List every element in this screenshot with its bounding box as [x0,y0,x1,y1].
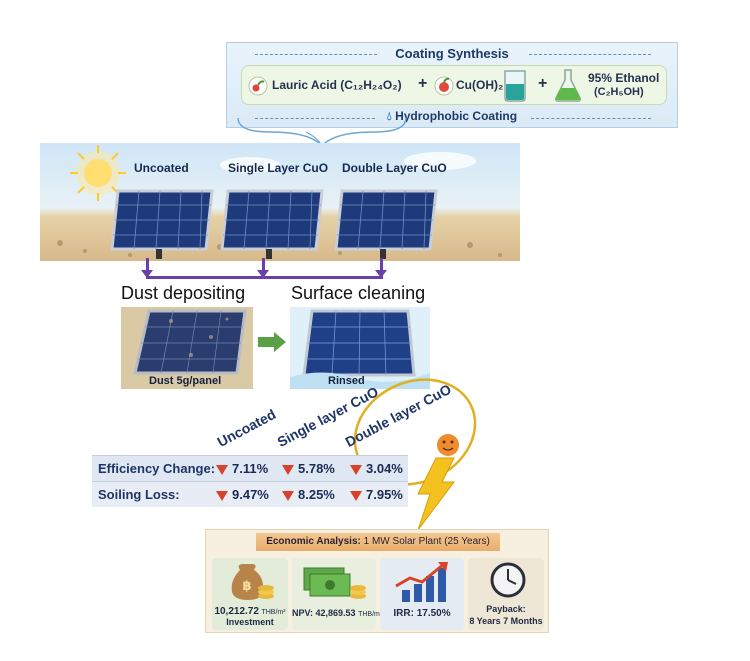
label-single-layer: Single Layer CuO [228,161,329,175]
plus-sign: + [538,75,548,92]
reagent-ethanol-formula: (C₂H₅OH) [594,86,644,98]
investment-card: ฿ 10,212.72 THB/m² Investment [212,558,288,630]
npv-card: NPV: 42,869.53 THB/m² [292,558,383,630]
hydrophobic-coating-text: Hydrophobic Coating [395,109,518,123]
npv-value: NPV: 42,869.53 THB/m² [292,608,383,618]
coating-title: Coating Synthesis [395,46,509,61]
lightning-bolt-icon [417,457,455,531]
dusty-panel-image [121,307,253,389]
scene-background [57,145,502,257]
soiling-uncoated: 9.47% [216,487,269,502]
smiley-sun-icon [437,434,459,456]
economic-title: Economic Analysis: [266,536,361,547]
solar-panel-scene: Uncoated Single Layer CuO Double Layer C… [40,143,520,261]
dust-depositing-label: Dust depositing [121,283,246,303]
divider [529,54,651,55]
results-row-efficiency: Efficiency Change: 7.11% 5.78% 3.04% [92,455,408,481]
cash-stack-icon [303,567,366,599]
economic-subtitle: 1 MW Solar Plant (25 Years) [363,536,490,547]
divider [255,54,377,55]
economic-analysis-panel: Economic Analysis: 1 MW Solar Plant (25 … [205,529,549,633]
row-label-soiling: Soiling Loss: [98,487,180,502]
row-label-efficiency: Efficiency Change: [98,461,216,476]
dust-photo: Dust 5g/panel [121,307,253,389]
arrow-right-icon [258,332,286,352]
beaker-icon [504,70,526,102]
solar-panel-double-layer [334,189,438,259]
efficiency-double-layer: 3.04% [350,461,403,476]
investment-value: 10,212.72 THB/m² [214,606,286,617]
efficiency-uncoated: 7.11% [216,461,268,476]
clock-icon [490,562,526,598]
decrease-icon [282,464,294,475]
flask-icon [555,69,581,102]
divider [255,118,375,119]
coating-synthesis-box: Coating Synthesis Lauric Acid (C₁₂H₂₄O₂)… [226,42,678,128]
decrease-icon [216,490,228,501]
decrease-icon [350,490,362,501]
investment-label: Investment [226,617,274,627]
solar-panel-single-layer [220,189,324,259]
label-uncoated: Uncoated [134,161,189,175]
reagent-lauric-acid: Lauric Acid (C₁₂H₂₄O₂) [272,78,402,92]
divider [531,118,651,119]
payback-value: 8 Years 7 Months [469,616,543,626]
soiling-double-layer: 7.95% [350,487,403,502]
reagent-row: Lauric Acid (C₁₂H₂₄O₂) + Cu(OH)₂ + 95% E… [241,65,667,105]
money-bag-icon: ฿ [231,564,274,600]
dust-caption: Dust 5g/panel [149,375,222,387]
payback-label: Payback: [486,604,526,614]
hydrophobic-coating-label: 💧︎ Hydrophobic Coating [227,109,677,124]
connector-line [262,258,265,276]
lauric-acid-icon [248,76,268,96]
economic-banner: Economic Analysis: 1 MW Solar Plant (25 … [256,533,500,551]
soiling-single-layer: 8.25% [282,487,335,502]
rinsed-panel-image [290,307,430,389]
label-double-layer: Double Layer CuO [342,161,447,175]
bar-growth-icon [395,562,448,602]
sun-icon [70,145,126,201]
column-header-uncoated: Uncoated [214,405,279,450]
rinse-photo: Rinsed [290,307,430,389]
rinse-caption: Rinsed [328,375,365,387]
svg-text:฿: ฿ [242,579,251,594]
copper-hydroxide-icon [434,76,454,96]
decrease-icon [282,490,294,501]
plus-sign: + [418,75,428,92]
payback-card: Payback: 8 Years 7 Months [468,558,544,630]
arrowheads [141,270,387,278]
reagent-copper-hydroxide: Cu(OH)₂ [456,78,504,92]
connector-line [380,258,383,276]
solar-panel-uncoated [110,189,214,259]
connector-line [146,258,149,276]
irr-value: IRR: 17.50% [393,608,451,619]
efficiency-single-layer: 5.78% [282,461,335,476]
decrease-icon [216,464,228,475]
surface-cleaning-label: Surface cleaning [291,283,426,303]
reagent-ethanol: 95% Ethanol [588,71,660,85]
water-drop-icon: 💧︎ [386,109,392,123]
connector-line [146,276,383,279]
decrease-icon [350,464,362,475]
results-row-soiling: Soiling Loss: 9.47% 8.25% 7.95% [92,481,408,507]
irr-card: IRR: 17.50% [380,558,464,630]
